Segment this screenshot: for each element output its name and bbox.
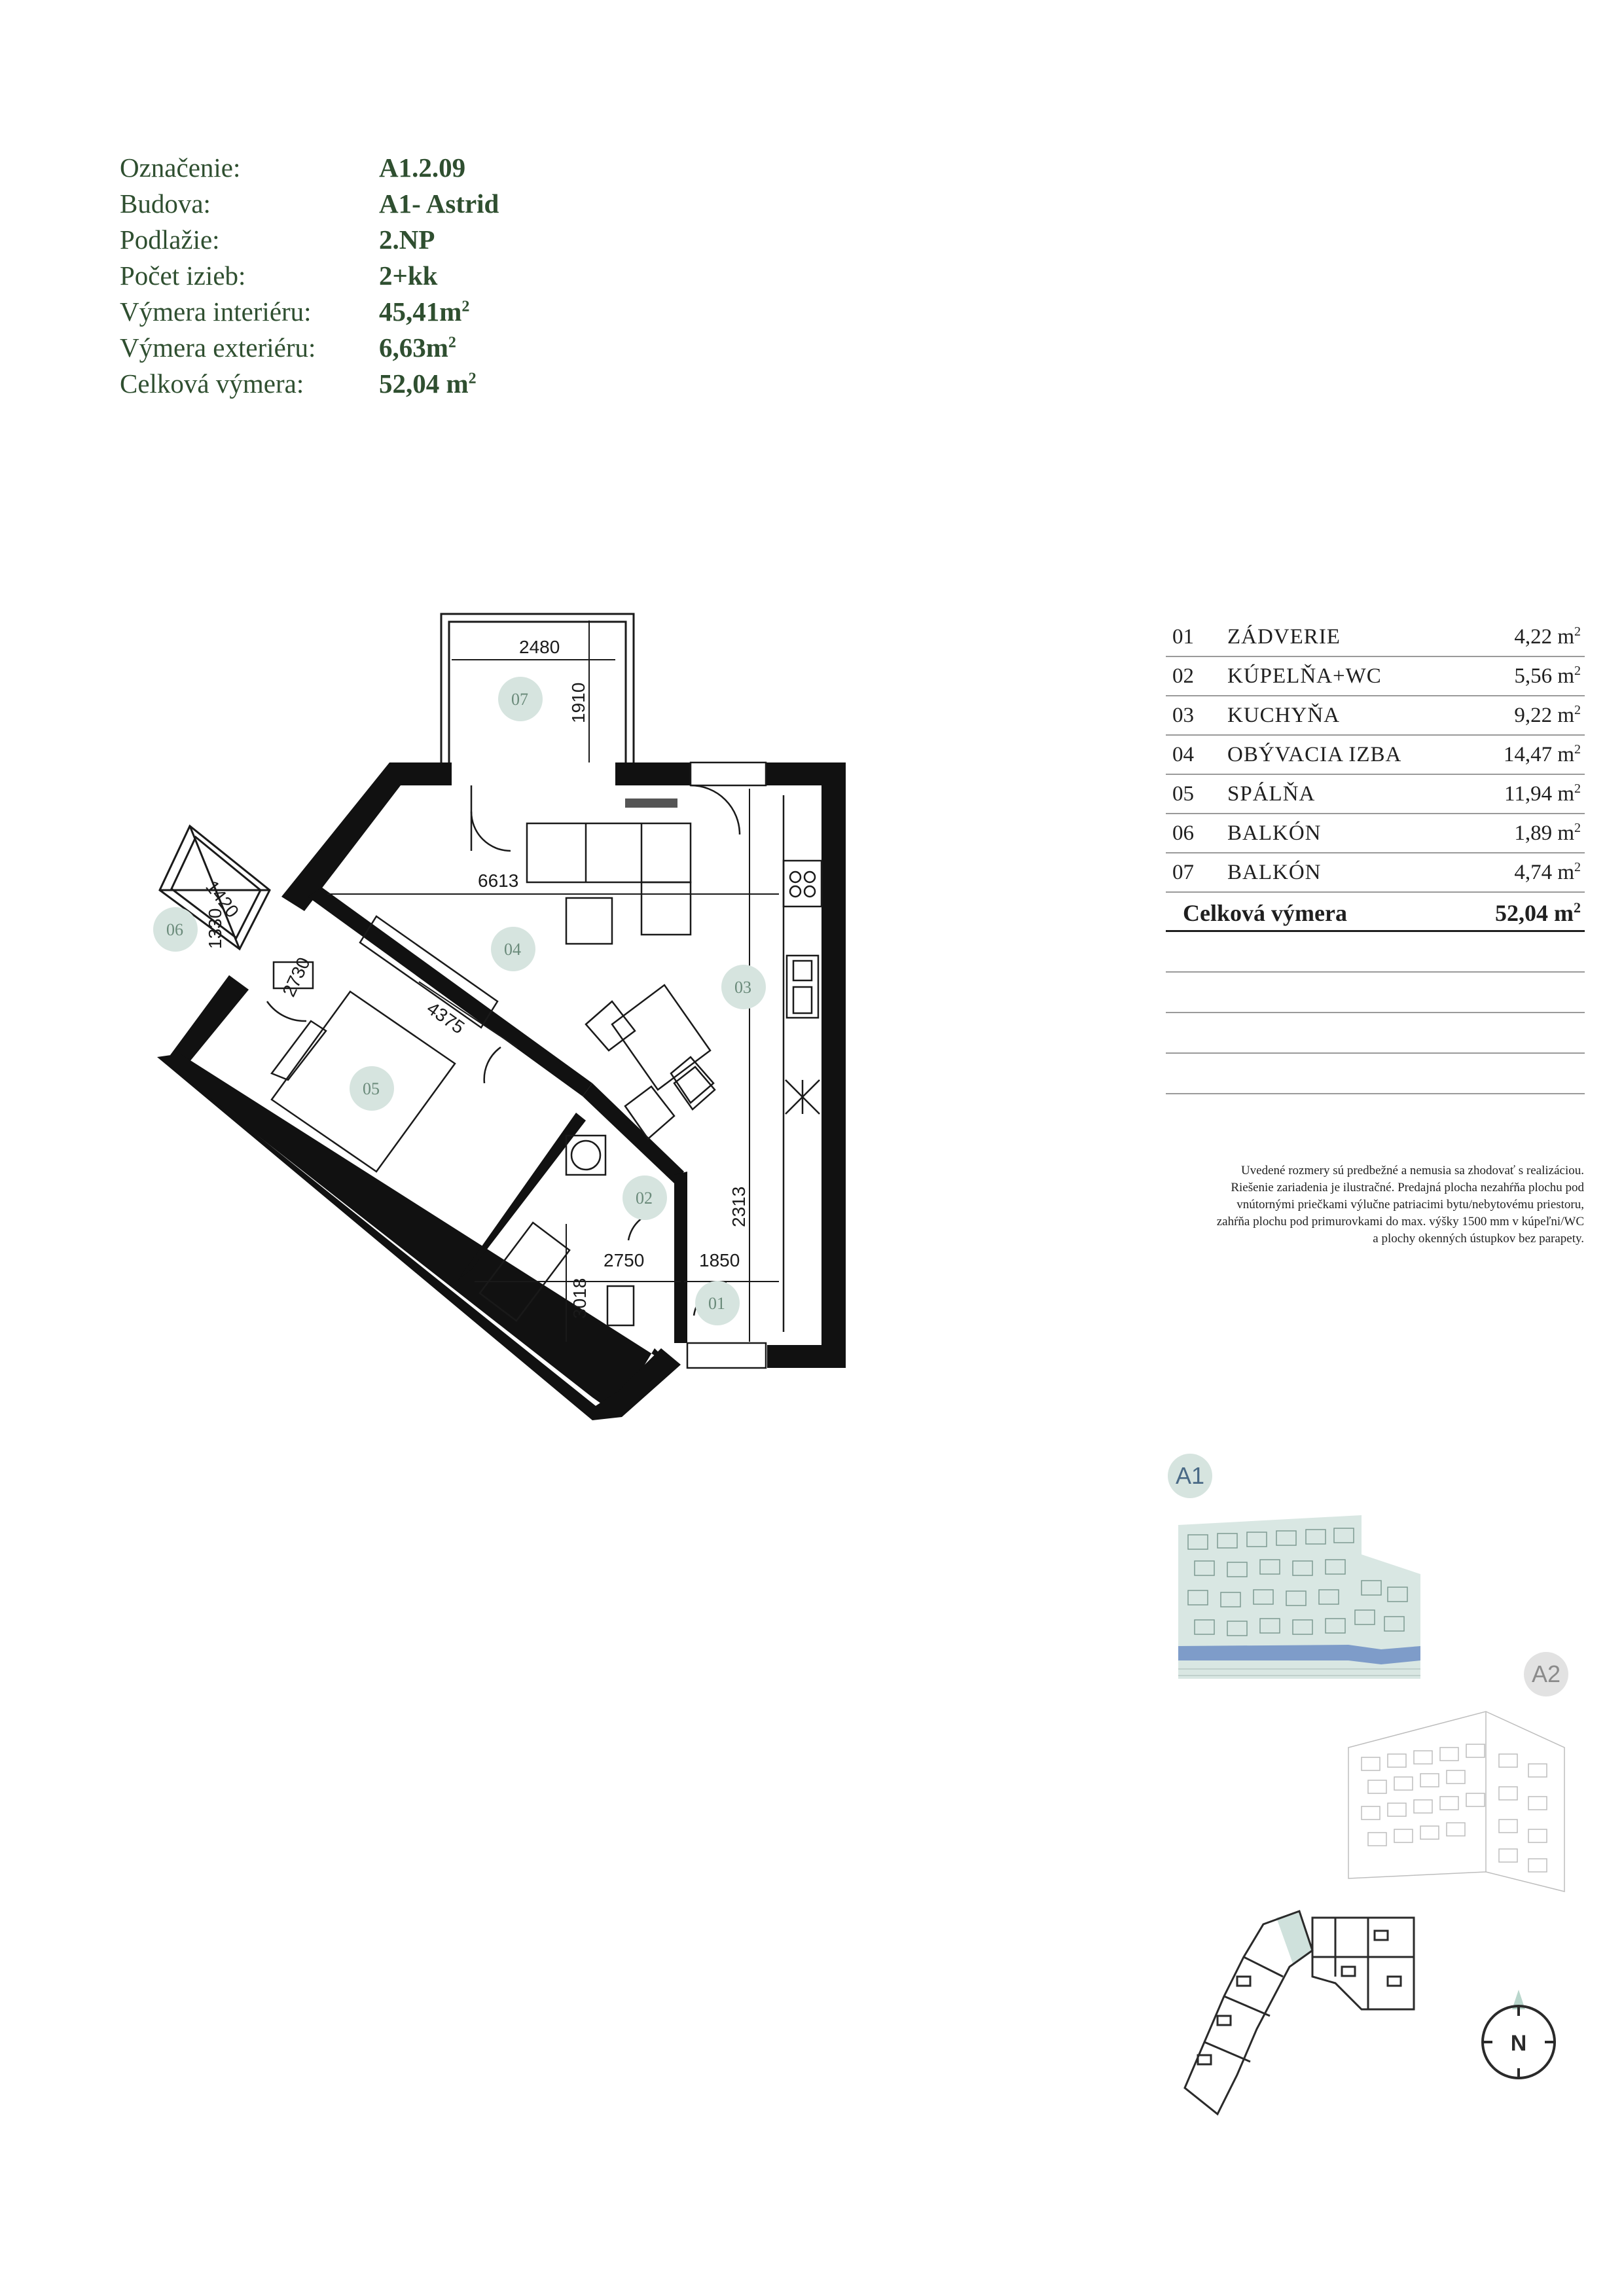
total-label: Celková výmera (1183, 900, 1347, 926)
total-value: 52,04 m2 (1495, 899, 1581, 926)
detail-value: 6,63m2 (379, 332, 456, 363)
compass-label: N (1511, 2031, 1527, 2056)
dim-label: 2750 (604, 1250, 644, 1270)
room-row: 07 BALKÓN 4,74 m2 (1166, 853, 1585, 893)
building-a2-badge (1524, 1652, 1568, 1696)
dim-label: 1330 (205, 908, 225, 949)
room-name: ZÁDVERIE (1227, 625, 1341, 649)
room-badge: 06 (166, 920, 183, 939)
detail-value: 52,04 m2 (379, 368, 477, 399)
balcony-06 (158, 824, 271, 951)
outer-walls (157, 762, 846, 1420)
dimension-labels: 2480 1910 6613 1420 1330 2730 4375 2313 … (202, 637, 749, 1319)
detail-label: Budova: (120, 188, 211, 219)
room-badge: 04 (504, 940, 521, 959)
room-area: 4,22 m2 (1514, 624, 1581, 649)
disclaimer-line: zahŕňa plochu pod primurovkami do max. v… (1216, 1215, 1584, 1229)
room-row: 02 KÚPELŇA+WC 5,56 m2 (1166, 657, 1585, 696)
disclaimer-line: Riešenie zariadenia je ilustračné. Preda… (1231, 1181, 1584, 1194)
detail-row: Výmera interiéru: 45,41m2 (120, 296, 499, 332)
furniture (266, 761, 823, 1369)
detail-value: 2.NP (379, 224, 435, 255)
room-area: 11,94 m2 (1504, 781, 1581, 806)
detail-label: Počet izieb: (120, 260, 246, 291)
room-name: KUCHYŇA (1227, 704, 1340, 727)
room-area: 9,22 m2 (1514, 703, 1581, 727)
detail-label: Podlažie: (120, 224, 220, 255)
blank-row (1166, 1054, 1585, 1094)
disclaimer-line: a plochy okenných ústupkov bez parapety. (1373, 1232, 1584, 1246)
room-number: 02 (1172, 664, 1194, 688)
room-number: 04 (1172, 743, 1194, 766)
dim-label: 2480 (519, 637, 560, 657)
room-name: BALKÓN (1227, 861, 1322, 884)
room-area: 4,74 m2 (1514, 860, 1581, 884)
apartment-details: Označenie: A1.2.09 Budova: A1- Astrid Po… (120, 152, 499, 404)
dim-label: 2730 (278, 954, 314, 1000)
dim-label: 1910 (568, 683, 588, 723)
blank-row (1166, 1013, 1585, 1054)
dim-label: 2313 (729, 1187, 749, 1227)
room-name: SPÁLŇA (1227, 782, 1316, 806)
room-badge: 02 (636, 1189, 653, 1208)
interior-walls (308, 888, 687, 1343)
dimension-lines (327, 620, 779, 1342)
disclaimer-line: vnútornými priečkami výlučne patriacimi … (1236, 1198, 1584, 1211)
room-number: 01 (1172, 625, 1194, 649)
detail-value: A1- Astrid (379, 188, 499, 219)
room-row: 04 OBÝVACIA IZBA 14,47 m2 (1166, 736, 1585, 775)
room-area: 1,89 m2 (1514, 821, 1581, 845)
compass-icon: N (1481, 1990, 1556, 2079)
building-a2-label: A2 (1532, 1660, 1561, 1687)
dim-label: 1850 (699, 1250, 740, 1270)
detail-value: 45,41m2 (379, 296, 470, 327)
detail-label: Celková výmera: (120, 368, 304, 399)
room-number: 07 (1172, 861, 1194, 884)
room-number: 03 (1172, 704, 1194, 727)
room-row: 06 BALKÓN 1,89 m2 (1166, 814, 1585, 853)
room-name: OBÝVACIA IZBA (1227, 743, 1402, 766)
building-a1-illustration: A1 (1168, 1454, 1420, 1679)
room-badge: 05 (363, 1079, 380, 1098)
room-name: KÚPELŇA+WC (1227, 664, 1382, 688)
room-name: BALKÓN (1227, 821, 1322, 845)
blank-row (1166, 973, 1585, 1013)
detail-label: Výmera exteriéru: (120, 332, 316, 363)
detail-row: Výmera exteriéru: 6,63m2 (120, 332, 499, 368)
room-row: 03 KUCHYŇA 9,22 m2 (1166, 696, 1585, 736)
room-badge: 03 (734, 978, 751, 997)
room-badge: 01 (708, 1294, 725, 1313)
detail-label: Výmera interiéru: (120, 296, 312, 327)
detail-row: Počet izieb: 2+kk (120, 260, 499, 296)
room-number: 06 (1172, 821, 1194, 845)
room-row: 05 SPÁLŇA 11,94 m2 (1166, 775, 1585, 814)
balcony-07 (440, 613, 635, 762)
detail-value: A1.2.09 (379, 152, 466, 183)
room-area: 14,47 m2 (1503, 742, 1581, 766)
detail-value: 2+kk (379, 260, 438, 291)
disclaimer: Uvedené rozmery sú predbežné a nemusia s… (1113, 1162, 1584, 1247)
room-badges: 07 06 04 03 05 02 01 (153, 677, 766, 1325)
room-number: 05 (1172, 782, 1194, 806)
site-plan (1183, 1910, 1415, 2116)
detail-label: Označenie: (120, 152, 241, 183)
room-table: 01 ZÁDVERIE 4,22 m2 02 KÚPELŇA+WC 5,56 m… (1166, 618, 1585, 1094)
room-area: 5,56 m2 (1514, 664, 1581, 688)
floor-plan: 2480 1910 6613 1420 1330 2730 4375 2313 … (153, 613, 846, 1420)
detail-row: Celková výmera: 52,04 m2 (120, 368, 499, 404)
total-row: Celková výmera 52,04 m2 (1166, 893, 1585, 932)
dim-label: 3018 (569, 1278, 590, 1319)
building-a2-illustration: A2 (1348, 1652, 1568, 1892)
detail-row: Podlažie: 2.NP (120, 224, 499, 260)
detail-row: Budova: A1- Astrid (120, 188, 499, 224)
building-a1-badge (1168, 1454, 1212, 1498)
blank-row (1166, 932, 1585, 973)
detail-row: Označenie: A1.2.09 (120, 152, 499, 188)
room-row: 01 ZÁDVERIE 4,22 m2 (1166, 618, 1585, 657)
building-a1-label: A1 (1176, 1462, 1204, 1489)
disclaimer-line: Uvedené rozmery sú predbežné a nemusia s… (1240, 1164, 1584, 1177)
dim-label: 6613 (478, 870, 518, 891)
room-badge: 07 (511, 690, 528, 709)
